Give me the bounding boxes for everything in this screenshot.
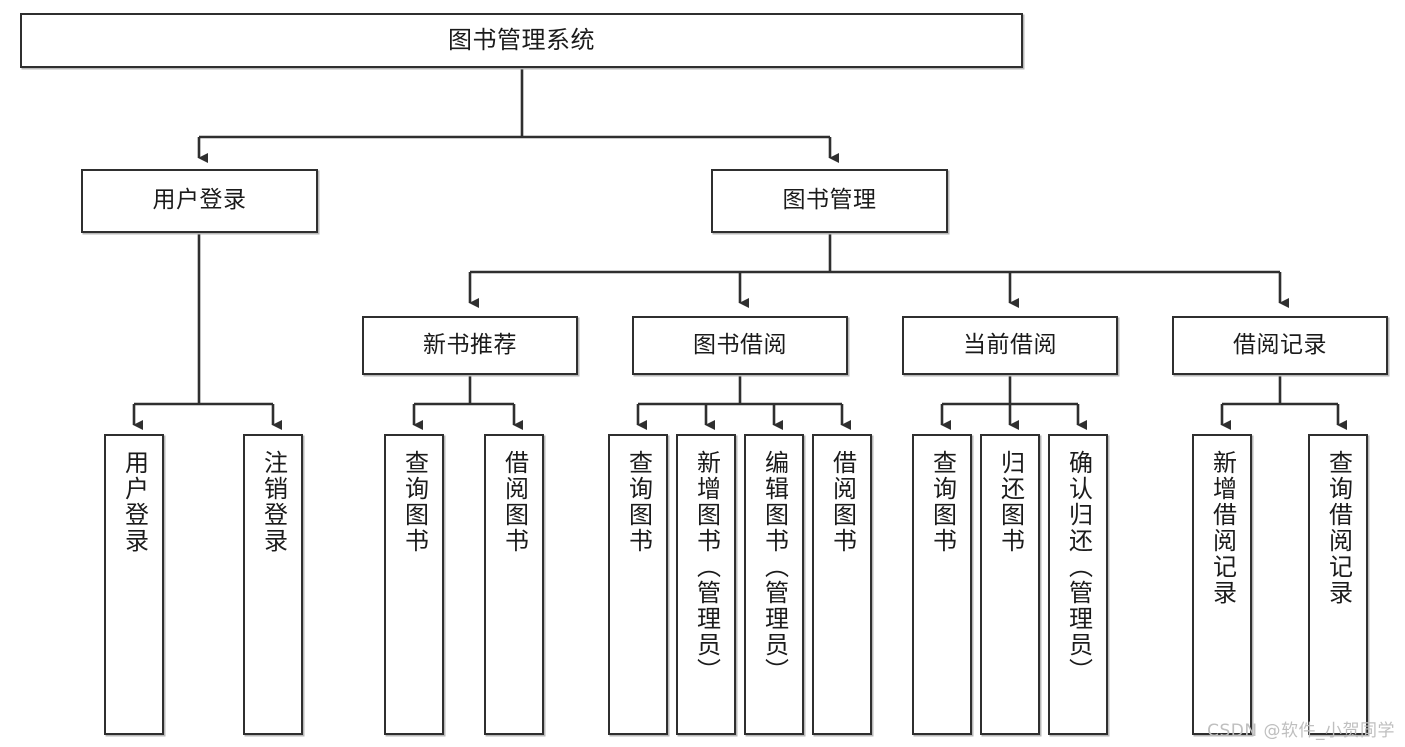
node-label: 图书管理	[782, 187, 877, 214]
node-label: 当前借阅	[963, 331, 1057, 358]
node-label: 确认归还（管理员）	[1064, 450, 1093, 684]
node-user-login[interactable]: 用户登录	[81, 169, 318, 233]
node-borrow-record[interactable]: 借阅记录	[1172, 316, 1388, 375]
node-label: 借阅图书	[828, 450, 857, 554]
node-leaf-query-book-3[interactable]: 查询图书	[912, 434, 972, 735]
csdn-watermark: CSDN @软件_小贺同学	[1207, 721, 1395, 741]
node-label: 用户登录	[152, 187, 247, 214]
node-label: 查询图书	[928, 450, 957, 554]
node-book-borrow[interactable]: 图书借阅	[632, 316, 848, 375]
node-leaf-confirm-return[interactable]: 确认归还（管理员）	[1048, 434, 1108, 735]
node-label: 图书管理系统	[448, 26, 595, 55]
node-leaf-add-book[interactable]: 新增图书（管理员）	[676, 434, 736, 735]
node-leaf-query-book-1[interactable]: 查询图书	[384, 434, 444, 735]
node-leaf-return-book[interactable]: 归还图书	[980, 434, 1040, 735]
node-leaf-add-record[interactable]: 新增借阅记录	[1192, 434, 1252, 735]
node-leaf-borrow-book-1[interactable]: 借阅图书	[484, 434, 544, 735]
node-label: 查询图书	[624, 450, 653, 554]
node-root-system[interactable]: 图书管理系统	[20, 13, 1023, 68]
node-new-book-recommend[interactable]: 新书推荐	[362, 316, 578, 375]
node-label: 新书推荐	[423, 331, 517, 358]
node-label: 查询图书	[400, 450, 429, 554]
node-leaf-edit-book[interactable]: 编辑图书（管理员）	[744, 434, 804, 735]
node-book-manage[interactable]: 图书管理	[711, 169, 948, 233]
node-label: 编辑图书（管理员）	[760, 450, 789, 684]
node-current-borrow[interactable]: 当前借阅	[902, 316, 1118, 375]
node-label: 借阅记录	[1233, 331, 1327, 358]
node-leaf-query-record[interactable]: 查询借阅记录	[1308, 434, 1368, 735]
node-leaf-borrow-book-2[interactable]: 借阅图书	[812, 434, 872, 735]
node-label: 图书借阅	[693, 331, 787, 358]
node-label: 新增借阅记录	[1208, 450, 1237, 606]
node-label: 新增图书（管理员）	[692, 450, 721, 684]
node-label: 注销登录	[259, 450, 288, 554]
node-label: 查询借阅记录	[1324, 450, 1353, 606]
node-label: 借阅图书	[500, 450, 529, 554]
node-label: 归还图书	[996, 450, 1025, 554]
node-leaf-query-book-2[interactable]: 查询图书	[608, 434, 668, 735]
node-leaf-logout-login[interactable]: 注销登录	[243, 434, 303, 735]
node-label: 用户登录	[120, 450, 149, 554]
node-leaf-user-login[interactable]: 用户登录	[104, 434, 164, 735]
